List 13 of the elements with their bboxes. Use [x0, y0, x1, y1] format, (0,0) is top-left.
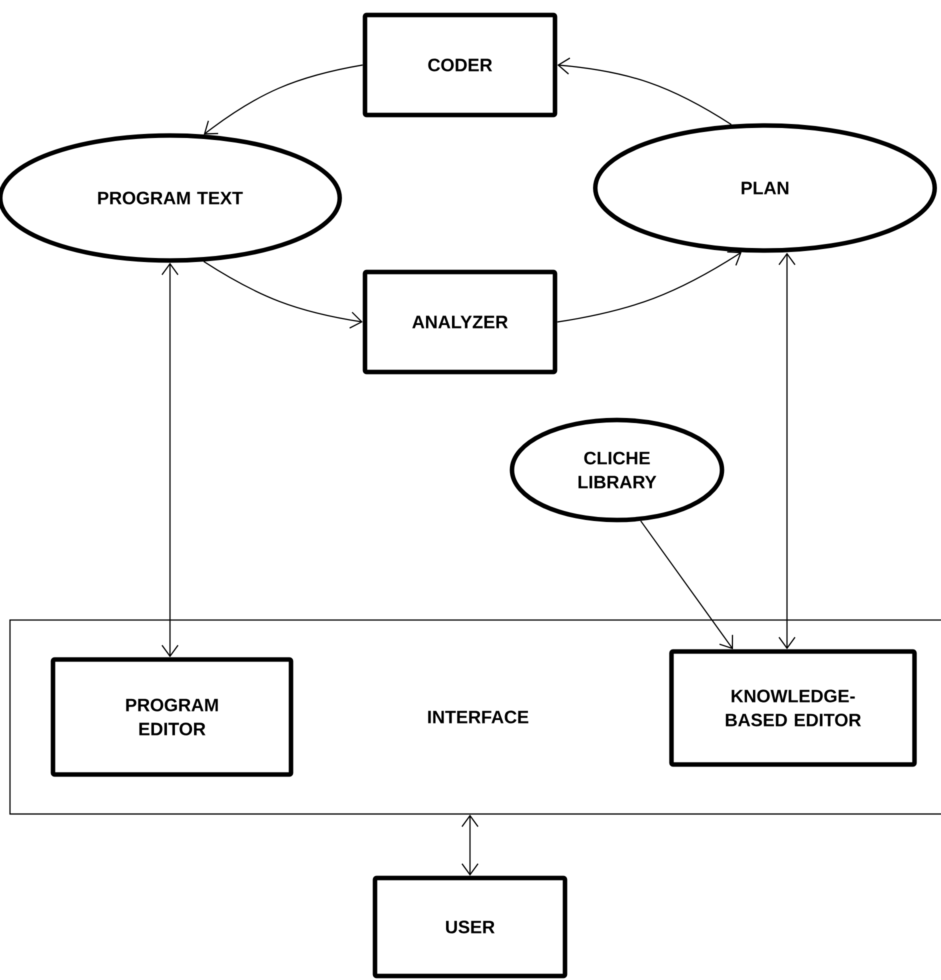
arrow: [162, 262, 178, 658]
process-box: KNOWLEDGE- BASED EDITOR: [669, 649, 917, 767]
process-box: CODER: [362, 12, 558, 118]
process-box: USER: [372, 876, 568, 978]
arrow: [640, 520, 734, 650]
process-box: ANALYZER: [362, 270, 558, 374]
arrow: [778, 252, 796, 650]
arrow: [204, 64, 363, 135]
arrow: [557, 58, 732, 126]
arrow: [203, 260, 363, 329]
process-box: PROGRAM EDITOR: [50, 657, 294, 777]
arrow: [462, 814, 478, 876]
arrow: [557, 251, 742, 323]
